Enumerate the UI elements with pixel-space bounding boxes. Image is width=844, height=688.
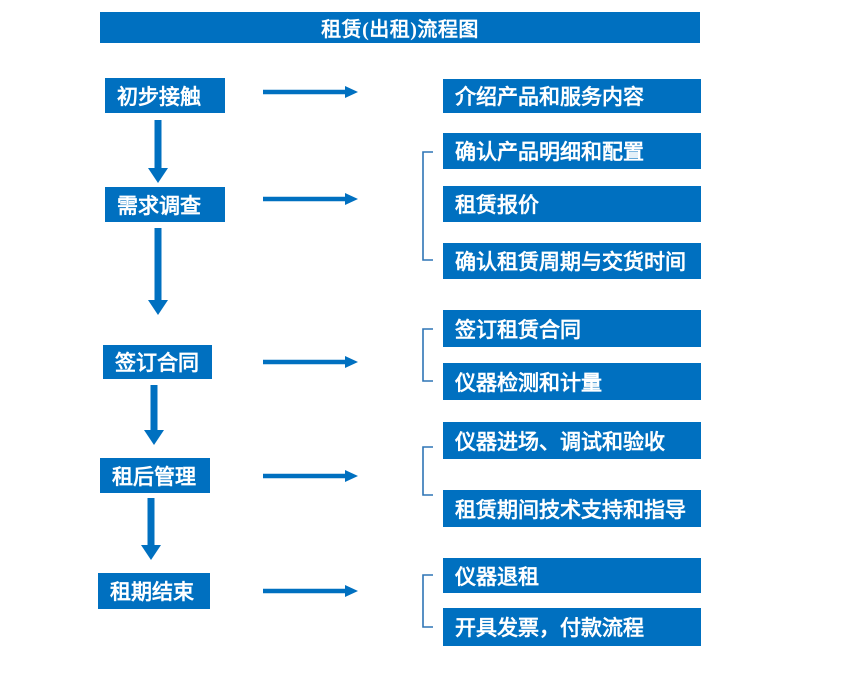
detail-box: 确认产品明细和配置	[443, 133, 701, 169]
page-title: 租赁(出租)流程图	[321, 19, 479, 41]
detail-box: 开具发票，付款流程	[443, 608, 701, 646]
detail-box: 介绍产品和服务内容	[443, 79, 701, 113]
stage-box-sign-contract: 签订合同	[103, 345, 212, 379]
stage-box-post-rental-management: 租后管理	[100, 458, 210, 493]
detail-box: 仪器退租	[443, 558, 701, 593]
arrow-right-icon	[263, 86, 358, 597]
arrow-down-icon	[141, 120, 168, 560]
detail-box: 租赁期间技术支持和指导	[443, 490, 701, 527]
stage-box-rental-end: 租期结束	[98, 573, 210, 609]
stage-box-demand-survey: 需求调查	[105, 187, 225, 222]
stage-box-initial-contact: 初步接触	[105, 78, 225, 113]
detail-box: 仪器检测和计量	[443, 363, 701, 400]
detail-box: 仪器进场、调试和验收	[443, 422, 701, 459]
detail-box: 确认租赁周期与交货时间	[443, 243, 701, 279]
detail-box: 签订租赁合同	[443, 310, 701, 347]
detail-box: 租赁报价	[443, 186, 701, 222]
group-bracket	[422, 151, 433, 628]
title-bar: 租赁(出租)流程图	[100, 12, 700, 43]
